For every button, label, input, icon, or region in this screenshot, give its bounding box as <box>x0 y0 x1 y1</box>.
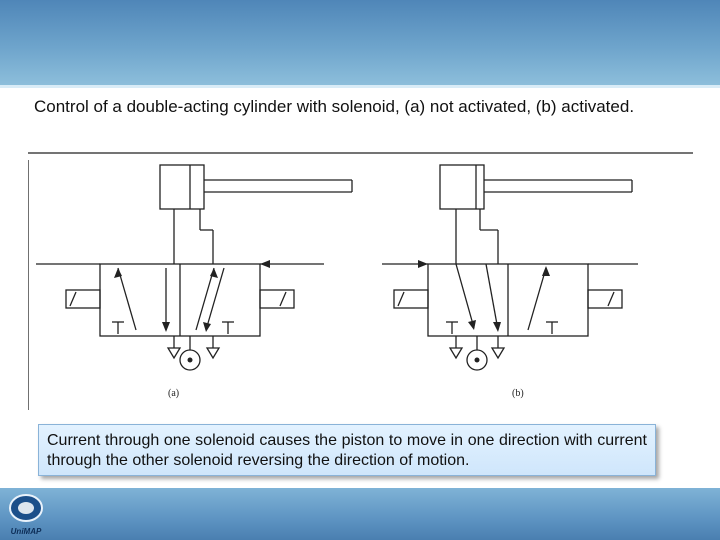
pressure-source-a <box>179 349 201 371</box>
solenoid-right-a <box>259 289 295 309</box>
circuit-b <box>382 164 638 371</box>
cylinder-a <box>159 164 205 210</box>
solenoid-left-a <box>65 289 101 309</box>
circuit-a <box>36 164 353 371</box>
header-band <box>0 0 720 88</box>
slide-title: Control of a double-acting cylinder with… <box>34 97 635 116</box>
solenoid-arrow-a <box>260 260 270 268</box>
footer-band <box>0 488 720 540</box>
flow-arrow-a3 <box>195 267 215 331</box>
solenoid-valve-diagram: (a) (b) <box>28 152 693 410</box>
university-logo: UniMAP <box>9 494 43 536</box>
label-b: (b) <box>512 388 524 399</box>
label-a: (a) <box>168 388 179 399</box>
caption-callout: Current through one solenoid causes the … <box>38 424 656 476</box>
flow-arrow-a1 <box>117 267 137 331</box>
solenoid-arrow-b <box>418 260 428 268</box>
logo-text: UniMAP <box>11 527 42 536</box>
solenoid-left-b <box>393 289 429 309</box>
pressure-source-b <box>466 349 488 371</box>
cylinder-b <box>439 164 485 210</box>
solenoid-right-b <box>587 289 623 309</box>
